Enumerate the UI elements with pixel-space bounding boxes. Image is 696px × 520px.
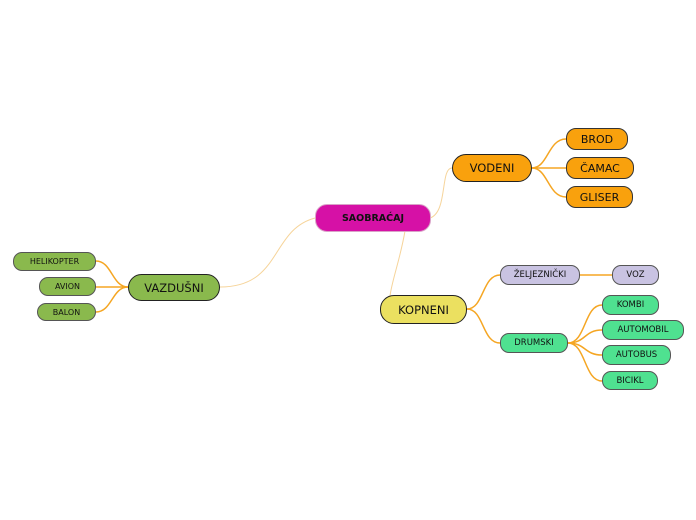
connector-root-vodeni (429, 167, 453, 219)
connector-vodeni-brod (531, 138, 567, 169)
topic-vazdusni[interactable]: VAZDUŠNI (128, 274, 220, 301)
subtopic-kombi[interactable]: KOMBI (602, 295, 659, 315)
subtopic-balon[interactable]: BALON (37, 303, 96, 321)
connector-drumski-bicikl (567, 342, 603, 382)
connector-vazdusni-balon (95, 286, 129, 313)
connector-vazdusni-helikopter (95, 260, 129, 288)
connector-kopneni-drumski (466, 308, 501, 344)
subtopic-gliser[interactable]: GLISER (566, 186, 633, 208)
root-node-saobracaj[interactable]: SAOBRAĆAJ (315, 204, 431, 232)
subtopic-brod[interactable]: BROD (566, 128, 628, 150)
connector-kopneni-zeljeznicki (466, 274, 501, 310)
subtopic-helikopter[interactable]: HELIKOPTER (13, 252, 96, 271)
subtopic-voz[interactable]: VOZ (612, 265, 659, 285)
subtopic-camac[interactable]: ČAMAC (566, 157, 634, 179)
subtopic-avion[interactable]: AVION (39, 277, 96, 296)
connector-root-vazdusni (219, 217, 316, 288)
topic-kopneni[interactable]: KOPNENI (380, 295, 467, 324)
subtopic-drumski[interactable]: DRUMSKI (500, 333, 568, 353)
subtopic-zeljeznicki[interactable]: ŽELJEZNIČKI (500, 265, 580, 285)
connector-drumski-kombi (567, 304, 603, 344)
subtopic-bicikl[interactable]: BICIKL (602, 371, 658, 390)
connector-vodeni-gliser (531, 167, 567, 198)
subtopic-automobil[interactable]: AUTOMOBIL (602, 320, 684, 340)
connector-root-kopneni (389, 230, 406, 297)
subtopic-autobus[interactable]: AUTOBUS (602, 345, 671, 365)
topic-vodeni[interactable]: VODENI (452, 154, 532, 182)
